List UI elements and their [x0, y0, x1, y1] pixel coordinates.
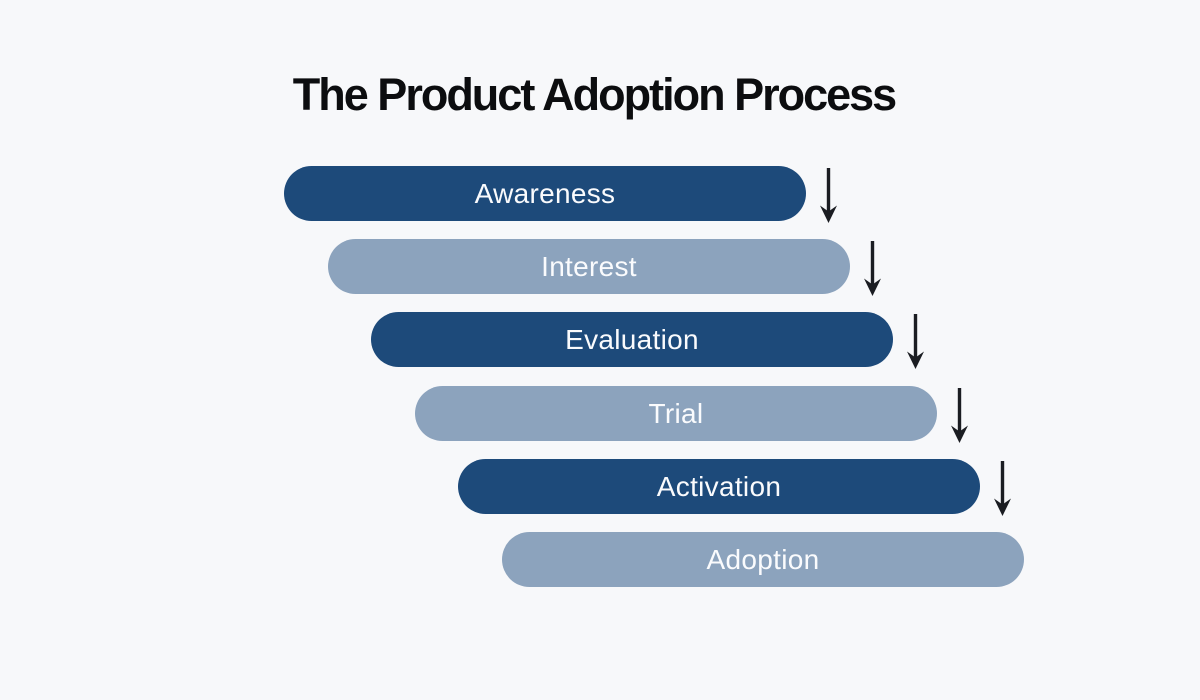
stage-pill-adoption: Adoption: [502, 532, 1024, 587]
page-title: The Product Adoption Process: [292, 69, 897, 120]
stage-pill-interest: Interest: [328, 239, 850, 294]
down-arrow-icon: [864, 241, 881, 296]
stage-label: Trial: [648, 397, 704, 429]
stage-pill-activation: Activation: [458, 459, 980, 514]
stage-label: Awareness: [474, 177, 616, 209]
down-arrow-icon: [907, 314, 924, 369]
stage-label: Evaluation: [565, 323, 699, 355]
down-arrow-icon: [951, 388, 968, 443]
stage-pill-trial: Trial: [415, 386, 937, 441]
stage-pill-evaluation: Evaluation: [371, 312, 893, 367]
down-arrow-icon: [820, 168, 837, 223]
down-arrow-icon: [994, 461, 1011, 516]
stage-label: Activation: [656, 470, 782, 502]
stage-label: Interest: [541, 250, 637, 282]
stage-pill-awareness: Awareness: [284, 166, 806, 221]
stage-label: Adoption: [706, 543, 820, 575]
